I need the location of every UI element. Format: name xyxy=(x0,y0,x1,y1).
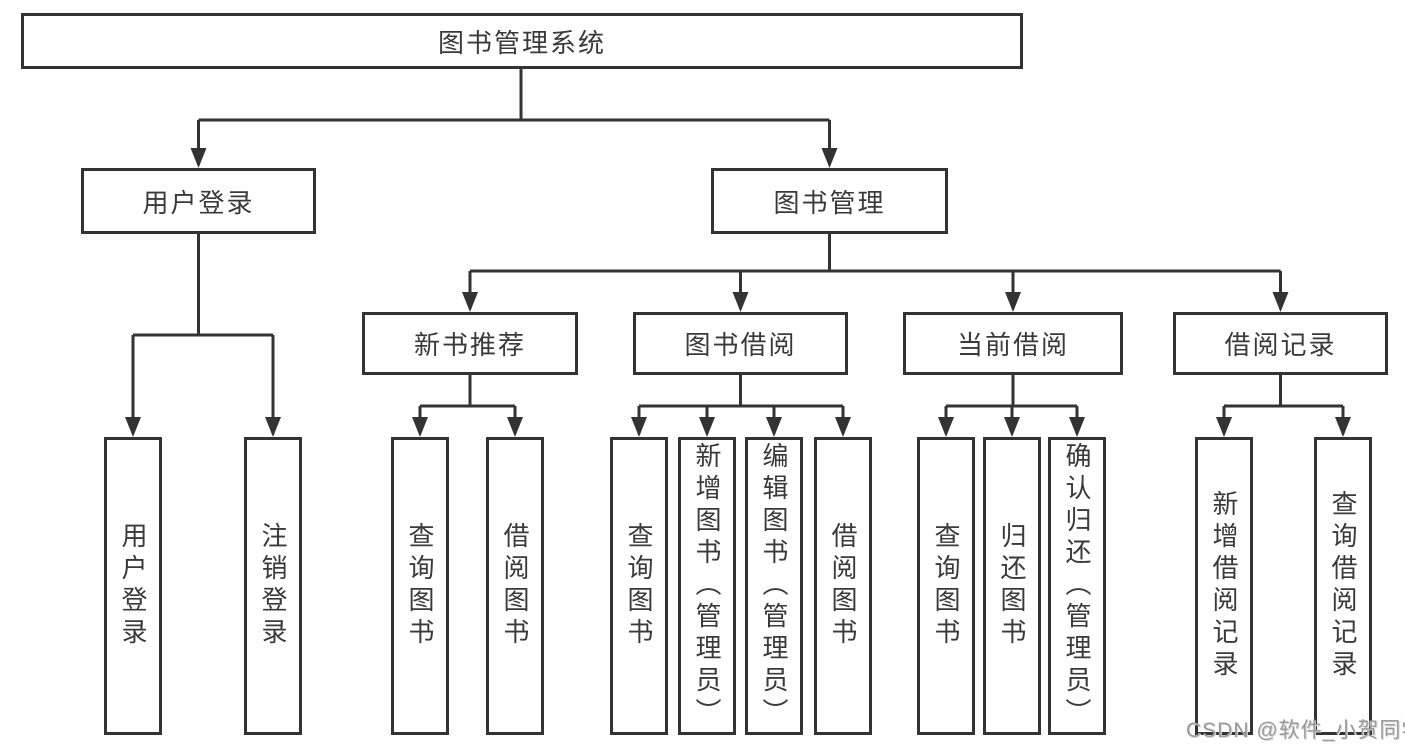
csdn-watermark: CSDN @软件_小贺同学 xyxy=(1186,719,1405,742)
node-current-borrow: 当前借阅 xyxy=(903,312,1123,375)
node-label: 用户登录 xyxy=(142,187,255,218)
node-label: 图书管理 xyxy=(773,187,886,218)
node-label: 查询图书 xyxy=(405,522,435,650)
leaf-add-borrow-record: 新增借阅记录 xyxy=(1195,437,1253,735)
node-label: 借阅图书 xyxy=(500,522,530,650)
node-label: 借阅记录 xyxy=(1224,330,1337,360)
node-label: 归还图书 xyxy=(997,522,1027,650)
leaf-borrow-books: 借阅图书 xyxy=(814,437,872,735)
node-label: 新增图书（管理员） xyxy=(692,442,722,730)
node-library-management-system: 图书管理系统 xyxy=(21,13,1023,69)
node-label: 当前借阅 xyxy=(956,330,1069,360)
node-user-login: 用户登录 xyxy=(81,168,316,234)
node-new-book-recommend: 新书推荐 xyxy=(362,312,578,375)
leaf-add-books-admin: 新增图书（管理员） xyxy=(678,437,736,735)
node-label: 新书推荐 xyxy=(413,330,526,360)
leaf-edit-books-admin: 编辑图书（管理员） xyxy=(745,437,803,735)
node-book-management: 图书管理 xyxy=(711,168,948,234)
node-label: 用户登录 xyxy=(118,522,148,650)
leaf-confirm-return-admin: 确认归还（管理员） xyxy=(1048,437,1106,735)
leaf-query-borrow-record: 查询借阅记录 xyxy=(1314,437,1372,735)
node-label: 查询图书 xyxy=(624,522,654,650)
node-borrow-records: 借阅记录 xyxy=(1173,312,1388,375)
node-label: 新增借阅记录 xyxy=(1209,490,1239,682)
node-label: 查询借阅记录 xyxy=(1328,490,1358,682)
node-book-borrow: 图书借阅 xyxy=(633,312,848,375)
connector-paths xyxy=(131,69,1345,434)
leaf-query-books-borrow: 查询图书 xyxy=(610,437,668,735)
node-label: 注销登录 xyxy=(258,522,288,650)
leaf-user-login: 用户登录 xyxy=(104,437,162,735)
node-label: 图书管理系统 xyxy=(437,27,606,58)
leaf-query-books-recommend: 查询图书 xyxy=(391,437,449,735)
leaf-return-books: 归还图书 xyxy=(983,437,1041,735)
node-label: 确认归还（管理员） xyxy=(1062,442,1092,730)
node-label: 查询图书 xyxy=(931,522,961,650)
leaf-query-books-current: 查询图书 xyxy=(917,437,975,735)
node-label: 编辑图书（管理员） xyxy=(759,442,789,730)
node-label: 借阅图书 xyxy=(828,522,858,650)
leaf-borrow-books-recommend: 借阅图书 xyxy=(486,437,544,735)
node-label: 图书借阅 xyxy=(684,330,797,360)
arrowheads xyxy=(125,148,1351,437)
leaf-logout: 注销登录 xyxy=(244,437,302,735)
